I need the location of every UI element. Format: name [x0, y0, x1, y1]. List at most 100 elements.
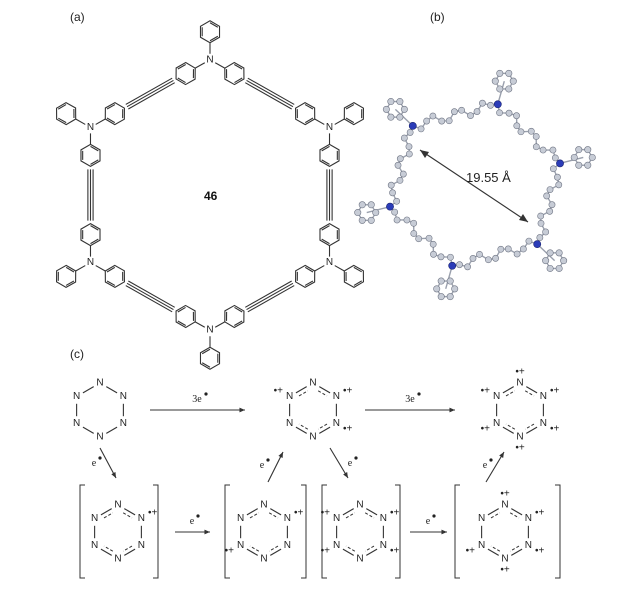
crystal-bond — [445, 265, 453, 290]
aromatic-bond — [209, 22, 219, 28]
aromatic-bond — [234, 306, 243, 313]
carbon-atom — [358, 201, 366, 209]
triple-bond — [247, 285, 295, 313]
aromatic-bond — [90, 159, 99, 165]
ring-bond — [342, 508, 354, 516]
ring-bond — [295, 426, 307, 434]
bond — [95, 265, 106, 272]
electron-label: e — [348, 458, 353, 469]
phenyl-ring — [55, 264, 77, 289]
nitrogen-atom: N — [540, 391, 547, 402]
nitrogen-atom: N — [540, 418, 547, 429]
bond — [75, 265, 86, 272]
arrow-head — [449, 407, 455, 413]
arrow-head — [204, 529, 210, 535]
bond — [314, 265, 325, 272]
ring-bond — [487, 508, 499, 516]
nitrogen-atom: N — [333, 391, 340, 402]
carbon-atom — [425, 234, 433, 242]
arrow-head — [441, 529, 447, 535]
right-bracket — [153, 484, 159, 579]
delocalized-bond — [122, 512, 133, 519]
arrow-e-up-2 — [485, 451, 505, 483]
carbon-atom — [513, 122, 521, 130]
ring-bond — [342, 548, 354, 556]
ring-bond — [100, 548, 112, 556]
triple-bond — [245, 280, 292, 308]
aromatic-bond — [57, 104, 67, 110]
carbon-atom — [570, 153, 578, 161]
carbon-atom — [527, 127, 535, 135]
distance-label: 19.55 Å — [466, 170, 511, 185]
arrow-head — [239, 407, 245, 413]
carbon-atom — [560, 257, 568, 265]
carbon-atom — [415, 235, 423, 243]
arylene-ring — [319, 222, 340, 247]
carbon-atom — [513, 112, 520, 120]
delocalized-bond — [509, 512, 520, 519]
radical-cation-mark: •+ — [515, 367, 525, 378]
nitrogen-atom: N — [120, 418, 127, 429]
ring-bond — [526, 426, 538, 434]
electron-label: e — [483, 460, 488, 471]
electron-label: e — [426, 516, 431, 527]
nitrogen-atom — [493, 100, 502, 109]
right-bracket — [301, 484, 307, 579]
aromatic-bond — [345, 117, 355, 124]
ring-bond — [502, 426, 514, 434]
delocalized-bond — [364, 512, 375, 519]
nitrogen-atom: N — [206, 325, 213, 336]
carbon-atom — [405, 150, 413, 158]
carbon-atom — [393, 197, 401, 205]
right-bracket — [555, 484, 561, 579]
arrow-e-down-2 — [329, 447, 349, 479]
arylene-ring — [319, 143, 340, 168]
carbon-atom — [505, 69, 513, 77]
carbon-atom — [479, 99, 486, 107]
triple-bond — [126, 282, 174, 311]
ring-bond — [124, 548, 136, 556]
radical-cation-mark: •+ — [515, 443, 525, 454]
aromatic-bond — [353, 266, 362, 273]
hexaazabenzene-ring: NN•+N•+NN•+N•+ — [321, 500, 400, 565]
right-bracket — [395, 484, 401, 579]
carbon-atom — [387, 98, 395, 106]
arylene-ring — [295, 264, 316, 289]
nitrogen-atom: N — [525, 513, 532, 524]
triple-bond — [246, 282, 294, 311]
carbon-atom — [393, 216, 401, 224]
hexaazabenzene-ring: NN•+NNN•+N — [225, 500, 304, 565]
radical-cation-mark: •+ — [466, 546, 476, 557]
carbon-atom — [517, 128, 525, 136]
aromatic-bond — [177, 64, 186, 70]
radical-cation-mark: •+ — [550, 386, 560, 397]
radical-cation-mark: •+ — [390, 546, 400, 557]
nitrogen-atom: N — [206, 54, 213, 65]
bond — [334, 118, 345, 125]
carbon-atom — [437, 277, 445, 285]
aromatic-bond — [209, 35, 219, 42]
nitrogen-atom: N — [356, 500, 363, 511]
nitrogen-atom: N — [525, 540, 532, 551]
arylene-ring — [224, 304, 245, 329]
electron-label: e — [260, 460, 265, 471]
aromatic-bond — [177, 306, 186, 313]
nitrogen-atom: N — [326, 122, 333, 133]
bond — [194, 321, 206, 328]
nitrogen-atom: N — [237, 540, 244, 551]
aromatic-bond — [304, 266, 314, 273]
carbon-atom — [438, 117, 446, 125]
carbon-atom — [485, 256, 492, 264]
nitrogen-atom: N — [333, 418, 340, 429]
aromatic-bond — [106, 117, 116, 124]
carbon-atom — [410, 219, 418, 227]
nitrogen-atom: N — [237, 513, 244, 524]
carbon-atom — [358, 216, 366, 224]
carbon-atom — [551, 154, 559, 162]
ring-bond — [106, 426, 118, 434]
delocalized-bond — [268, 512, 279, 519]
aromatic-bond — [321, 159, 330, 165]
carbon-atom — [542, 257, 550, 265]
